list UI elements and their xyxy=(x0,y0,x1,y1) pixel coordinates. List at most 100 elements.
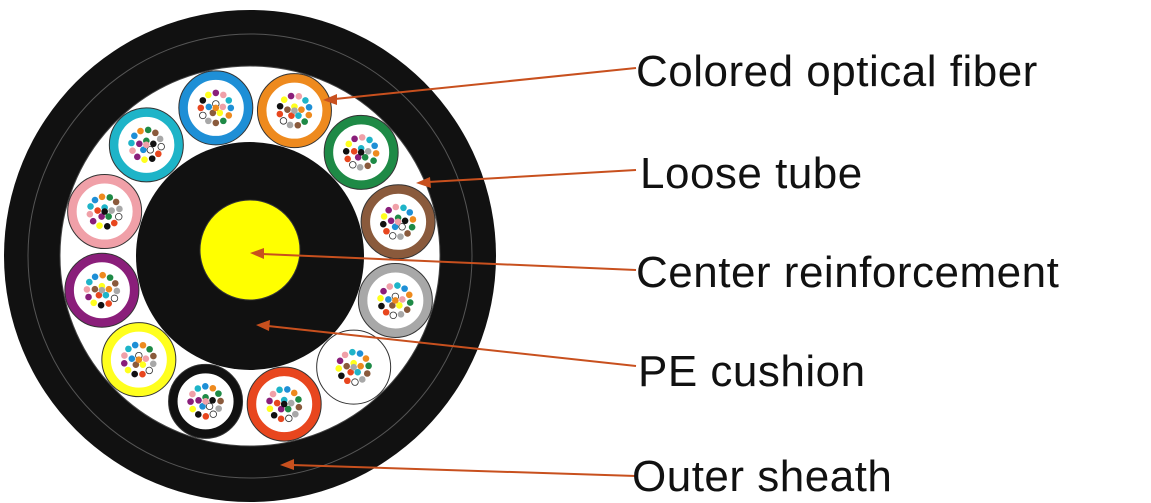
optical-fiber xyxy=(105,213,112,220)
optical-fiber xyxy=(110,294,119,303)
optical-fiber xyxy=(91,273,99,281)
optical-fiber xyxy=(401,285,408,292)
optical-fiber xyxy=(137,127,144,135)
optical-fiber xyxy=(295,396,302,403)
optical-fiber xyxy=(356,163,364,171)
optical-fiber xyxy=(202,398,209,405)
optical-fiber xyxy=(209,109,217,117)
optical-fiber xyxy=(205,117,212,125)
optical-fiber xyxy=(91,285,99,293)
optical-fiber xyxy=(361,154,369,161)
optical-fiber xyxy=(305,111,313,119)
optical-fiber xyxy=(148,155,156,162)
optical-fiber xyxy=(389,302,396,309)
tube-outline xyxy=(256,73,332,149)
leader-lines xyxy=(250,67,637,477)
optical-fiber xyxy=(152,129,159,137)
optical-fiber xyxy=(400,204,407,212)
optical-fiber xyxy=(350,363,357,371)
optical-fiber xyxy=(343,362,350,370)
loose-tube-rose xyxy=(67,174,143,250)
optical-fiber xyxy=(202,413,210,420)
optical-fiber xyxy=(291,107,298,114)
optical-fiber xyxy=(401,217,409,225)
optical-fiber xyxy=(380,287,387,295)
optical-fiber xyxy=(273,399,281,407)
optical-fiber xyxy=(349,161,357,169)
optical-fiber xyxy=(358,134,366,141)
optical-fiber xyxy=(132,361,140,368)
optical-fiber xyxy=(120,359,128,367)
optical-fiber xyxy=(205,402,214,411)
tube-outline xyxy=(168,363,244,439)
optical-fiber xyxy=(365,362,372,370)
optical-fiber xyxy=(201,383,209,390)
optical-fiber xyxy=(397,311,405,318)
optical-fiber xyxy=(216,109,224,117)
optical-fiber xyxy=(121,352,128,359)
optical-fiber xyxy=(338,372,345,380)
optical-fiber xyxy=(362,355,370,362)
optical-fiber xyxy=(290,389,298,397)
optical-fiber xyxy=(106,194,114,201)
optical-fiber xyxy=(277,405,285,413)
optical-fiber xyxy=(344,155,351,163)
optical-fiber xyxy=(350,148,358,155)
optical-fiber xyxy=(212,119,220,127)
optical-fiber xyxy=(108,207,115,214)
optical-fiber xyxy=(357,149,365,156)
optical-fiber xyxy=(392,297,399,304)
optical-fiber xyxy=(404,230,411,237)
optical-fiber xyxy=(386,283,394,290)
optical-fiber xyxy=(280,96,288,103)
optical-fiber xyxy=(287,92,295,100)
optical-fiber xyxy=(116,205,123,213)
optical-fiber xyxy=(266,397,273,405)
optical-fiber xyxy=(187,398,194,405)
optical-fiber xyxy=(389,232,397,240)
optical-fiber xyxy=(149,360,157,368)
optical-fiber xyxy=(371,142,378,150)
optical-fiber xyxy=(156,135,164,143)
optical-fiber xyxy=(219,103,227,111)
loose-tube-gray xyxy=(357,262,433,338)
optical-fiber xyxy=(349,348,356,356)
tube-outline xyxy=(101,322,177,398)
optical-fiber xyxy=(150,140,157,148)
optical-fiber xyxy=(212,104,220,112)
optical-fiber xyxy=(385,206,392,214)
optical-fiber xyxy=(195,397,202,404)
optical-fiber xyxy=(356,350,364,357)
optical-fiber xyxy=(145,366,153,375)
optical-fiber xyxy=(102,291,110,299)
optical-fiber xyxy=(143,141,150,149)
optical-fiber xyxy=(197,104,205,112)
leader-outer-sheath xyxy=(280,459,637,477)
optical-fiber xyxy=(91,196,99,204)
label-loose-tube: Loose tube xyxy=(640,149,863,198)
label-center-reinforcement: Center reinforcement xyxy=(636,248,1060,297)
optical-fiber xyxy=(354,368,361,376)
tube-outline xyxy=(108,107,184,183)
optical-fiber xyxy=(378,302,385,310)
loose-tube-white xyxy=(316,329,392,405)
optical-fiber xyxy=(129,147,136,154)
optical-fiber xyxy=(351,378,359,386)
optical-fiber xyxy=(305,103,313,111)
optical-fiber xyxy=(157,142,165,151)
optical-fiber xyxy=(277,415,285,423)
optical-fiber xyxy=(98,286,106,294)
tube-outline xyxy=(323,114,399,190)
optical-fiber xyxy=(128,355,136,362)
optical-fiber xyxy=(98,193,106,201)
optical-fiber xyxy=(95,291,103,299)
loose-tube-red xyxy=(246,366,322,442)
optical-fiber xyxy=(90,299,98,307)
loose-tube-yellow xyxy=(101,322,177,398)
optical-fiber xyxy=(345,140,353,148)
optical-fiber xyxy=(125,345,132,353)
optical-fiber xyxy=(189,390,196,398)
optical-fiber xyxy=(270,411,278,419)
optical-fiber xyxy=(155,150,162,158)
optical-fiber xyxy=(389,311,397,319)
